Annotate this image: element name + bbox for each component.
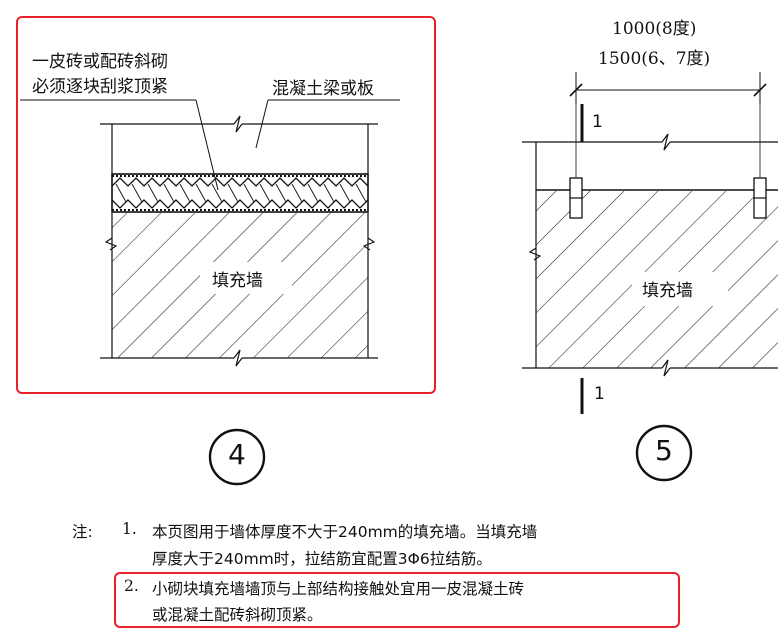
brick-label-line-1: 一皮砖或配砖斜砌 (32, 52, 168, 72)
note-2-number: 2. (124, 577, 139, 595)
note-2-line-1: 小砌块填充墙墙顶与上部结构接触处宜用一皮混凝土砖 (152, 580, 525, 598)
detail-4-wall-hatch (100, 213, 378, 367)
detail-4-circle (208, 428, 266, 486)
detail-4-number: 4 (228, 438, 246, 471)
brick-label-line-2: 必须逐块刮浆顶紧 (32, 77, 168, 97)
detail-4-wall-label: 填充墙 (212, 271, 263, 291)
diagonal-brick-course (111, 173, 369, 213)
detail-5-wall-label: 填充墙 (642, 281, 693, 301)
note-1-line-2: 厚度大于240mm时，拉结筋宜配置3Φ6拉结筋。 (152, 550, 492, 568)
detail-5-number: 5 (655, 434, 673, 467)
note-1-line-1: 本页图用于墙体厚度不大于240mm的填充墙。当填充墙 (152, 523, 538, 541)
dimension-8deg: 1000(8度) (612, 19, 697, 39)
highlight-note-2 (114, 572, 680, 628)
beam-label: 混凝土梁或板 (272, 79, 374, 99)
section-mark-top-label: 1 (592, 112, 603, 132)
notes-prefix: 注: (72, 523, 93, 541)
dimension-67deg: 1500(6、7度) (598, 49, 711, 69)
note-2-line-2: 或混凝土配砖斜砌顶紧。 (152, 606, 323, 624)
detail-5-drawing (522, 72, 778, 414)
detail-5-circle (635, 424, 693, 482)
detail-4-drawing (20, 99, 400, 367)
note-1-number: 1. (122, 520, 137, 538)
highlight-detail-4 (16, 16, 436, 394)
section-mark-bottom-label: 1 (594, 384, 605, 404)
